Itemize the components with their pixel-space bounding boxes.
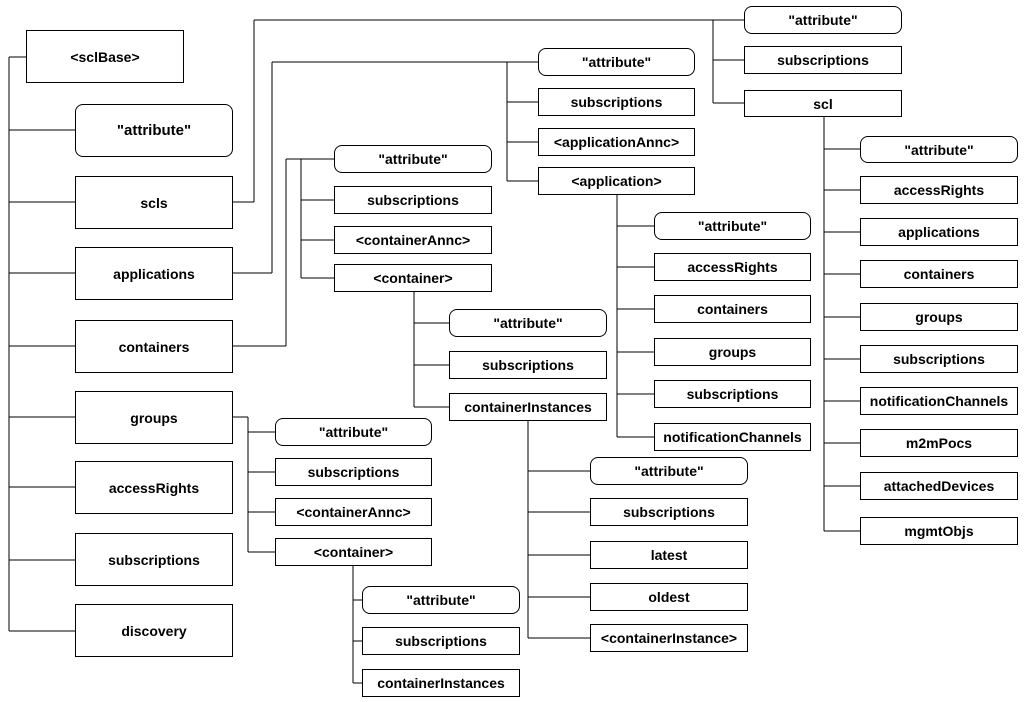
scl-containers: containers [860,260,1018,288]
scl-base-root: <sclBase> [26,30,184,83]
application-groups: groups [654,338,811,366]
base-groups: groups [75,391,233,444]
instances-oldest: oldest [590,583,748,611]
application-attribute: "attribute" [654,212,811,240]
scls-scl: scl [744,90,902,117]
instances-latest: latest [590,541,748,569]
instances-subscriptions: subscriptions [590,498,748,526]
scl-mgmt-objs: mgmtObjs [860,517,1018,545]
applications-application: <application> [538,167,695,195]
container-container-instances: containerInstances [449,393,607,421]
application-subscriptions: subscriptions [654,380,811,408]
container-attribute: "attribute" [449,309,607,337]
application-notification-channels: notificationChannels [654,423,811,451]
base-containers: containers [75,320,233,373]
group-container-subscriptions: subscriptions [362,627,520,655]
scl-attribute: "attribute" [860,136,1018,163]
containers-container: <container> [334,264,492,292]
containers-subscriptions: subscriptions [334,186,492,214]
scl-notification-channels: notificationChannels [860,387,1018,415]
scls-subscriptions: subscriptions [744,46,902,74]
containers-attribute: "attribute" [334,145,492,173]
instances-attribute: "attribute" [590,457,748,485]
application-access-rights: accessRights [654,253,811,281]
base-applications: applications [75,247,233,300]
scl-access-rights: accessRights [860,176,1018,204]
base-scls: scls [75,176,233,229]
groups-attribute: "attribute" [275,418,432,446]
instances-container-instance: <containerInstance> [590,624,748,652]
scl-subscriptions: subscriptions [860,345,1018,373]
scl-m2m-pocs: m2mPocs [860,429,1018,457]
scl-groups: groups [860,303,1018,331]
base-discovery: discovery [75,604,233,657]
scl-applications: applications [860,218,1018,246]
applications-subscriptions: subscriptions [538,88,695,116]
group-container-attribute: "attribute" [362,586,520,614]
scls-attribute: "attribute" [744,6,902,34]
applications-application-annc: <applicationAnnc> [538,128,695,156]
base-access-rights: accessRights [75,461,233,514]
base-subscriptions: subscriptions [75,533,233,586]
groups-subscriptions: subscriptions [275,458,432,486]
applications-attribute: "attribute" [538,48,695,76]
group-container-instances: containerInstances [362,669,520,697]
application-containers: containers [654,295,811,323]
groups-container: <container> [275,538,432,566]
container-subscriptions: subscriptions [449,351,607,379]
groups-container-annc: <containerAnnc> [275,498,432,526]
scl-attached-devices: attachedDevices [860,472,1018,500]
base-attribute: "attribute" [75,104,233,157]
containers-container-annc: <containerAnnc> [334,226,492,254]
